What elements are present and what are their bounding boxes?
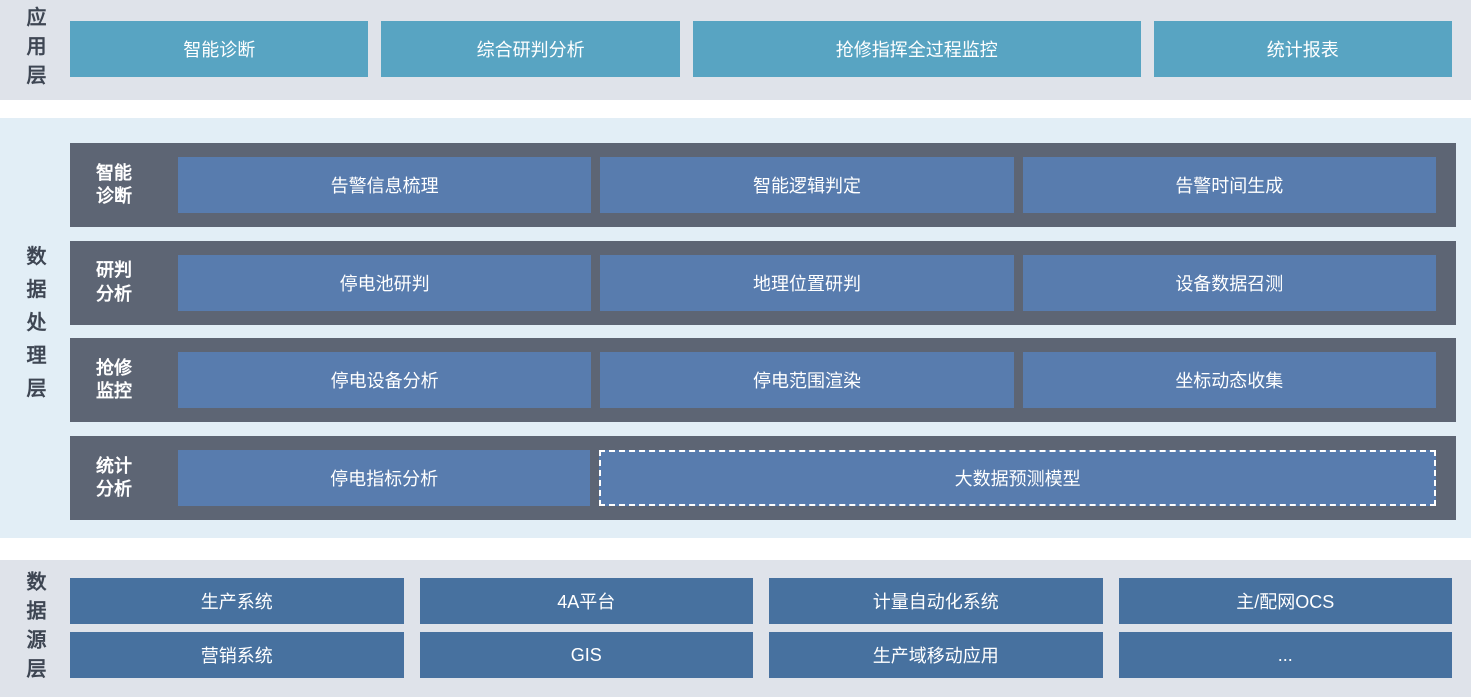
processing-box: 地理位置研判 bbox=[600, 254, 1014, 311]
row-label-line: 分析 bbox=[96, 283, 132, 304]
row-label: 统计 分析 bbox=[70, 455, 178, 502]
app-button-comprehensive-analysis: 综合研判分析 bbox=[381, 21, 680, 77]
source-box: GIS bbox=[419, 632, 753, 678]
processing-box: 停电设备分析 bbox=[178, 352, 592, 409]
row-boxes: 停电指标分析 大数据预测模型 bbox=[178, 449, 1456, 506]
data-source-layer-section: 数据源层 生产系统 4A平台 计量自动化系统 主/配网OCS 营销系统 GIS … bbox=[0, 560, 1471, 697]
source-box: 4A平台 bbox=[419, 578, 753, 624]
application-layer-section: 应用层 智能诊断 综合研判分析 抢修指挥全过程监控 统计报表 bbox=[0, 0, 1471, 100]
processing-box: 告警信息梳理 bbox=[178, 157, 592, 213]
source-rows: 生产系统 4A平台 计量自动化系统 主/配网OCS 营销系统 GIS 生产域移动… bbox=[70, 578, 1452, 678]
processing-box: 停电池研判 bbox=[178, 254, 592, 311]
processing-row-analysis: 研判 分析 停电池研判 地理位置研判 设备数据召测 bbox=[70, 240, 1456, 325]
row-label-line: 统计 bbox=[96, 455, 132, 476]
source-box: 主/配网OCS bbox=[1118, 578, 1452, 624]
source-box: 营销系统 bbox=[70, 632, 404, 678]
data-processing-layer-title: 数据处理层 bbox=[23, 245, 45, 411]
processing-box: 告警时间生成 bbox=[1022, 157, 1436, 213]
processing-box: 智能逻辑判定 bbox=[600, 157, 1014, 213]
processing-row-intelligent-diagnosis: 智能 诊断 告警信息梳理 智能逻辑判定 告警时间生成 bbox=[70, 143, 1456, 227]
row-boxes: 停电池研判 地理位置研判 设备数据召测 bbox=[178, 254, 1456, 311]
data-source-layer-title: 数据源层 bbox=[23, 570, 45, 687]
processing-box: 坐标动态收集 bbox=[1022, 352, 1436, 409]
processing-rows: 智能 诊断 告警信息梳理 智能逻辑判定 告警时间生成 研判 分析 停电池研判 地… bbox=[70, 143, 1456, 520]
source-row: 营销系统 GIS 生产域移动应用 ... bbox=[70, 632, 1452, 678]
row-label-line: 诊断 bbox=[96, 186, 132, 206]
source-box: 生产系统 bbox=[70, 578, 404, 624]
row-label-line: 研判 bbox=[96, 260, 132, 281]
source-box: 计量自动化系统 bbox=[769, 578, 1103, 624]
row-label-line: 抢修 bbox=[96, 357, 132, 378]
row-label-line: 监控 bbox=[96, 381, 132, 402]
processing-row-statistical-analysis: 统计 分析 停电指标分析 大数据预测模型 bbox=[70, 435, 1456, 520]
row-label: 抢修 监控 bbox=[70, 357, 178, 404]
source-box: 生产域移动应用 bbox=[769, 632, 1103, 678]
row-label-line: 智能 bbox=[96, 162, 132, 183]
app-button-statistical-reports: 统计报表 bbox=[1153, 21, 1452, 77]
source-box: ... bbox=[1118, 632, 1452, 678]
application-layer-title: 应用层 bbox=[23, 6, 45, 94]
data-processing-layer-section: 数据处理层 智能 诊断 告警信息梳理 智能逻辑判定 告警时间生成 研判 分析 停… bbox=[0, 118, 1471, 538]
processing-box: 停电范围渲染 bbox=[600, 352, 1014, 409]
source-row: 生产系统 4A平台 计量自动化系统 主/配网OCS bbox=[70, 578, 1452, 624]
row-label: 研判 分析 bbox=[70, 259, 178, 306]
app-button-intelligent-diagnosis: 智能诊断 bbox=[70, 21, 369, 77]
processing-box: 停电指标分析 bbox=[178, 449, 591, 506]
app-button-repair-command-monitoring: 抢修指挥全过程监控 bbox=[692, 21, 1141, 77]
processing-row-repair-monitoring: 抢修 监控 停电设备分析 停电范围渲染 坐标动态收集 bbox=[70, 338, 1456, 423]
row-boxes: 告警信息梳理 智能逻辑判定 告警时间生成 bbox=[178, 157, 1456, 213]
row-boxes: 停电设备分析 停电范围渲染 坐标动态收集 bbox=[178, 352, 1456, 409]
application-buttons-row: 智能诊断 综合研判分析 抢修指挥全过程监控 统计报表 bbox=[70, 21, 1452, 77]
row-label-line: 分析 bbox=[96, 478, 132, 499]
processing-box-big-data-model: 大数据预测模型 bbox=[599, 449, 1436, 506]
processing-box: 设备数据召测 bbox=[1022, 254, 1436, 311]
row-label: 智能 诊断 bbox=[70, 162, 178, 209]
